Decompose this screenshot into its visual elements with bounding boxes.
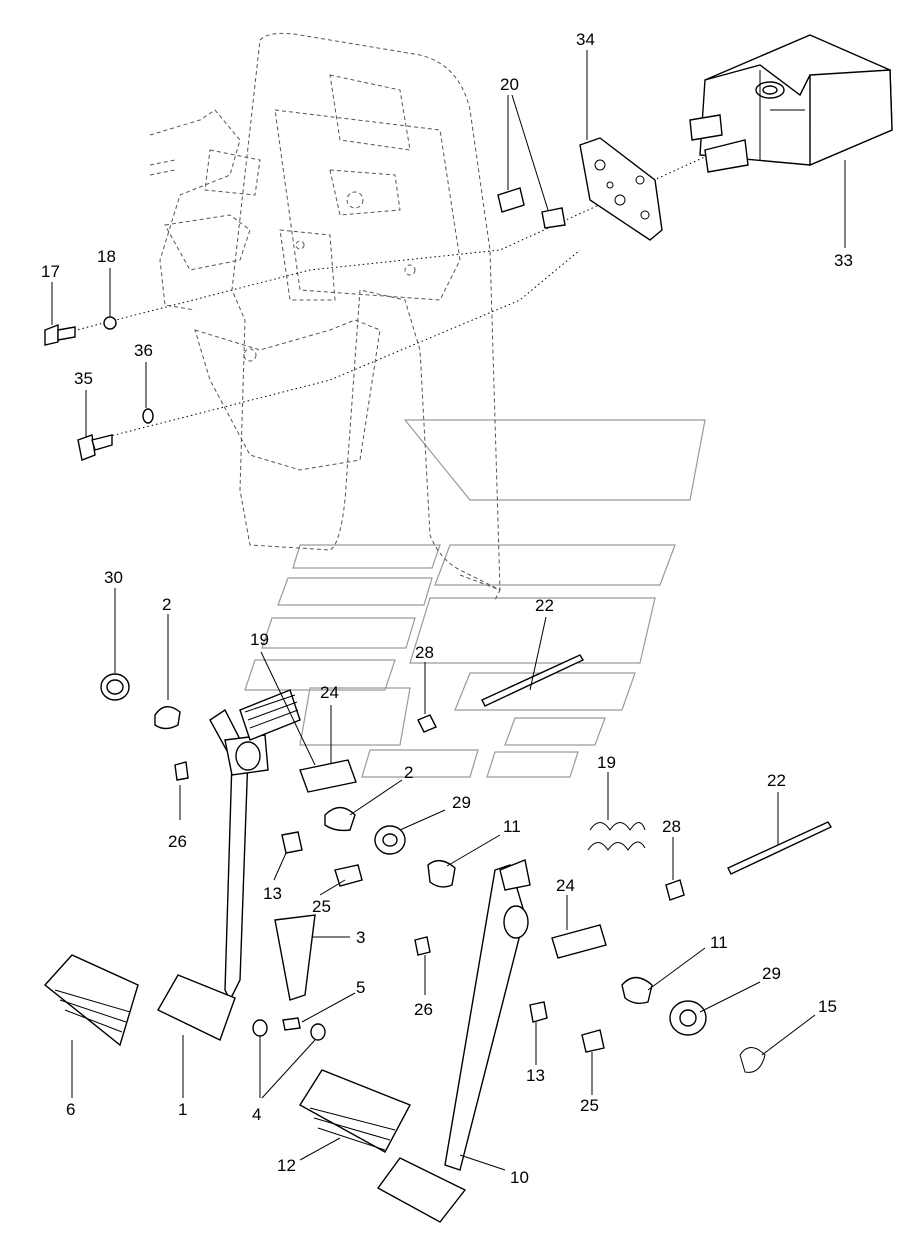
callout-13-top: 13 bbox=[263, 884, 282, 903]
part-6-clutch-pad bbox=[43, 954, 139, 1047]
callout-19-left: 19 bbox=[250, 630, 269, 649]
watermark-logo bbox=[244, 419, 706, 778]
callout-17: 17 bbox=[41, 262, 60, 281]
callout-3: 3 bbox=[356, 928, 365, 947]
callout-26-top: 26 bbox=[168, 832, 187, 851]
callout-19-right: 19 bbox=[597, 753, 616, 772]
part-19-spring bbox=[587, 822, 646, 851]
part-10-brake-pedal bbox=[444, 859, 531, 1171]
part-1-pedal-plate bbox=[157, 974, 236, 1041]
callout-18: 18 bbox=[97, 247, 116, 266]
callout-22-left: 22 bbox=[535, 596, 554, 615]
callout-25-top: 25 bbox=[312, 897, 331, 916]
callout-2-left: 2 bbox=[162, 595, 171, 614]
callout-5: 5 bbox=[356, 978, 365, 997]
callout-26-bottom: 26 bbox=[414, 1000, 433, 1019]
callout-22-right: 22 bbox=[767, 771, 786, 790]
callout-30: 30 bbox=[104, 568, 123, 587]
part-34-gasket bbox=[579, 137, 663, 241]
assembly-lines bbox=[64, 149, 721, 441]
pedal-housing-outline bbox=[149, 32, 501, 601]
callout-2-mid: 2 bbox=[404, 763, 413, 782]
callout-1: 1 bbox=[178, 1100, 187, 1119]
callout-11-mid: 11 bbox=[503, 817, 521, 836]
part-20-fittings bbox=[497, 187, 566, 229]
callout-13-bottom: 13 bbox=[526, 1066, 545, 1085]
right-small-parts bbox=[529, 924, 766, 1073]
callout-28-left: 28 bbox=[415, 643, 434, 662]
callout-28-right: 28 bbox=[662, 817, 681, 836]
callout-20: 20 bbox=[500, 75, 519, 94]
callout-labels: 34 20 33 17 18 36 35 30 2 19 24 28 22 2 … bbox=[41, 30, 853, 1187]
left-small-parts bbox=[100, 673, 189, 781]
callout-29-mid: 29 bbox=[452, 793, 471, 812]
callout-34: 34 bbox=[576, 30, 595, 49]
part-12-brake-pad bbox=[299, 1069, 411, 1153]
callout-4: 4 bbox=[252, 1105, 261, 1124]
part-24-clevis bbox=[299, 759, 357, 832]
callout-36: 36 bbox=[134, 341, 153, 360]
callout-24-right: 24 bbox=[556, 876, 575, 895]
callout-11-right: 11 bbox=[710, 933, 728, 952]
callout-12: 12 bbox=[277, 1156, 296, 1175]
callout-24-left: 24 bbox=[320, 683, 339, 702]
part-33-valve bbox=[689, 34, 893, 173]
part-22-rods bbox=[481, 654, 832, 875]
leader-lines bbox=[51, 50, 846, 1171]
callout-15: 15 bbox=[818, 997, 837, 1016]
bolts-and-washers bbox=[44, 316, 154, 461]
callout-29-right: 29 bbox=[762, 964, 781, 983]
part-10-brake-plate bbox=[376, 1157, 467, 1223]
callout-33: 33 bbox=[834, 251, 853, 270]
middle-small-parts bbox=[252, 714, 685, 1041]
callout-25-bottom: 25 bbox=[580, 1096, 599, 1115]
callout-6: 6 bbox=[66, 1100, 75, 1119]
callout-35: 35 bbox=[74, 369, 93, 388]
callout-10: 10 bbox=[510, 1168, 529, 1187]
part-1-clutch-pedal bbox=[209, 689, 301, 1002]
